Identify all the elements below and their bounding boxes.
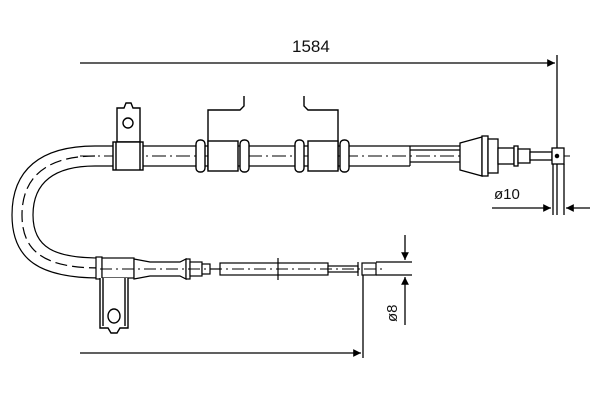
diameter-10-dimension <box>492 164 590 215</box>
bracket-upper-left <box>112 102 144 171</box>
length-dimension <box>80 55 558 215</box>
clip-1 <box>195 96 250 173</box>
diameter-8-label: ø8 <box>384 304 401 322</box>
clip-2 <box>294 96 350 173</box>
length-label: 1584 <box>292 37 330 56</box>
right-end-fitting <box>459 135 565 177</box>
diameter-10-label: ø10 <box>494 186 520 203</box>
cable-loop <box>11 145 101 279</box>
diameter-8-dimension <box>376 235 412 325</box>
lower-length-dimension <box>80 268 364 358</box>
bracket-lower-left <box>99 278 129 334</box>
